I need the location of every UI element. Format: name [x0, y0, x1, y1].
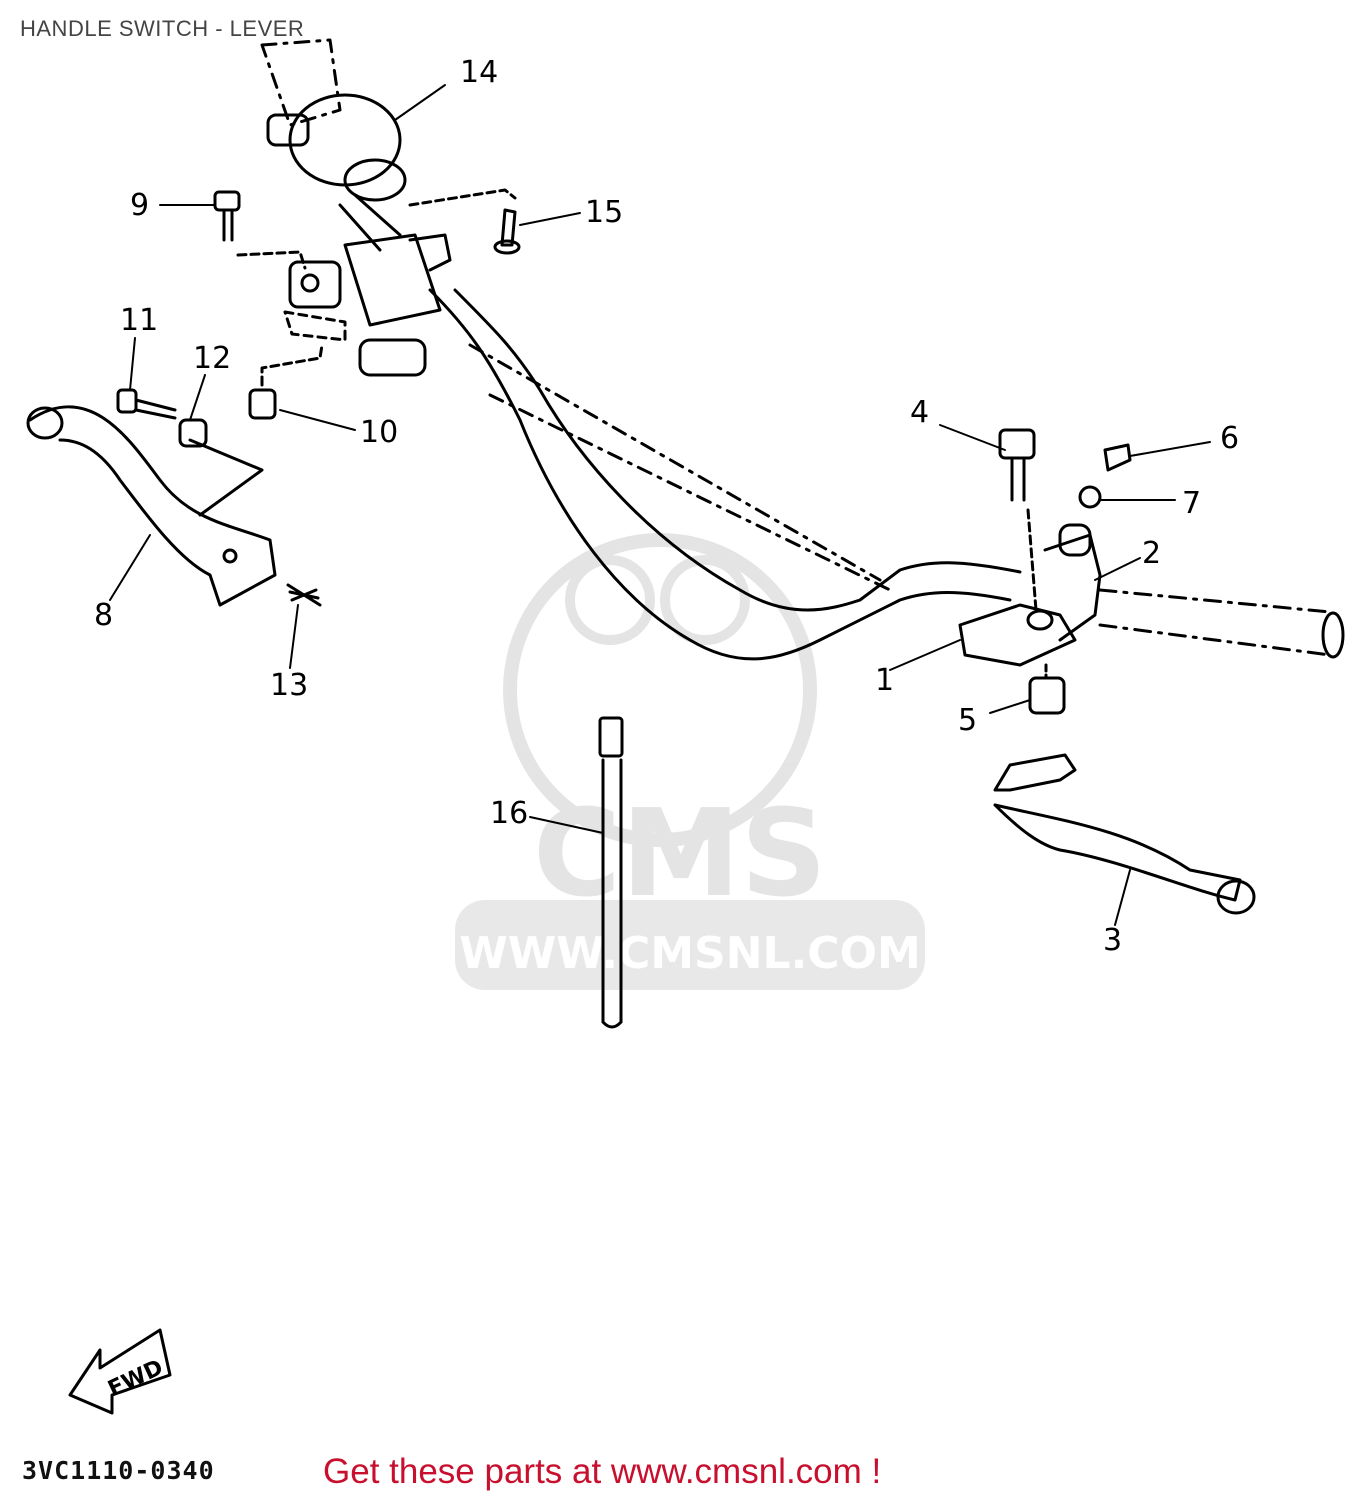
handle-switch-assembly	[260, 38, 407, 252]
watermark-url: WWW.CMSNL.COM	[459, 928, 921, 979]
callout-14: 14	[460, 55, 498, 90]
fwd-arrow-icon: FWD	[68, 1328, 172, 1415]
right-lever-holder	[958, 523, 1102, 667]
right-lever	[993, 753, 1256, 915]
callout-1: 1	[875, 663, 894, 698]
callout-16: 16	[490, 796, 528, 831]
cable-tie	[598, 716, 624, 1029]
left-lever	[26, 405, 277, 607]
callout-9: 9	[130, 188, 149, 223]
diagram-title: HANDLE SWITCH - LEVER	[20, 16, 305, 41]
callout-12: 12	[193, 341, 231, 376]
footer-promo: Get these parts at www.cmsnl.com !	[323, 1452, 882, 1491]
callout-6: 6	[1220, 421, 1239, 456]
callout-labels: 1 2 3 4 5 6 7 8 9 10 11 12 13 14 15 16	[94, 55, 1239, 958]
callout-4: 4	[910, 395, 929, 430]
callout-leaders	[109, 84, 1211, 926]
diagram-code: 3VC1110-0340	[22, 1456, 215, 1485]
callout-13: 13	[270, 668, 308, 703]
callout-11: 11	[120, 303, 158, 338]
callout-10: 10	[360, 415, 398, 450]
handlebar	[428, 288, 1345, 661]
master-cylinder	[283, 233, 452, 377]
fwd-label: FWD	[104, 1355, 167, 1402]
callout-15: 15	[585, 195, 623, 230]
watermark-brand: CMS	[533, 785, 827, 924]
hardware-parts	[116, 188, 1132, 715]
callout-8: 8	[94, 598, 113, 633]
callout-3: 3	[1103, 923, 1122, 958]
callout-5: 5	[958, 703, 977, 738]
cms-watermark: CMS WWW.CMSNL.COM	[455, 533, 925, 990]
callout-7: 7	[1182, 486, 1201, 521]
callout-2: 2	[1142, 536, 1161, 571]
